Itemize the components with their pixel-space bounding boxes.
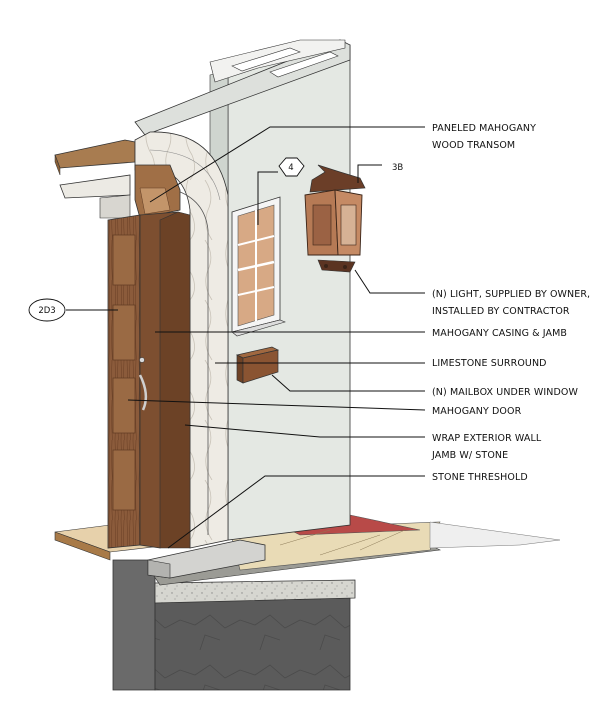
transom	[134, 164, 181, 219]
door-ref-tag: 2D3	[28, 298, 66, 322]
window-tag-text: 4	[288, 163, 293, 173]
transom-label-line2: WOOD TRANSOM	[432, 140, 515, 151]
lantern-icon	[304, 164, 366, 273]
leader-lines	[66, 126, 426, 549]
wrap-label-line2: JAMB W/ STONE	[431, 450, 508, 461]
door-knob-icon	[139, 357, 145, 363]
wrap-label-line1: WRAP EXTERIOR WALL	[432, 433, 542, 444]
door-ref-tag-text: 2D3	[38, 306, 55, 316]
casing-label: MAHOGANY CASING & JAMB	[432, 328, 567, 339]
foundation	[112, 559, 351, 691]
light-label-line2: INSTALLED BY CONTRACTOR	[432, 306, 570, 317]
callout-labels: PANELED MAHOGANY WOOD TRANSOM (N) LIGHT,…	[431, 123, 590, 483]
window	[231, 196, 286, 337]
surround-label: LIMESTONE SURROUND	[432, 358, 547, 369]
mailbox-icon	[235, 346, 280, 384]
door-handle-icon	[138, 374, 148, 411]
mailbox-label: (N) MAILBOX UNDER WINDOW	[432, 387, 578, 398]
transom-label-line1: PANELED MAHOGANY	[432, 123, 536, 134]
door-assembly	[107, 211, 191, 549]
door-label: MAHOGANY DOOR	[432, 406, 522, 417]
light-label-line1: (N) LIGHT, SUPPLIED BY OWNER,	[432, 289, 590, 300]
window-tag: 4	[278, 157, 305, 177]
light-ref-tag: 3B	[392, 163, 403, 173]
stone-threshold	[147, 539, 266, 579]
threshold-label: STONE THRESHOLD	[432, 472, 528, 483]
canopy	[54, 139, 136, 219]
